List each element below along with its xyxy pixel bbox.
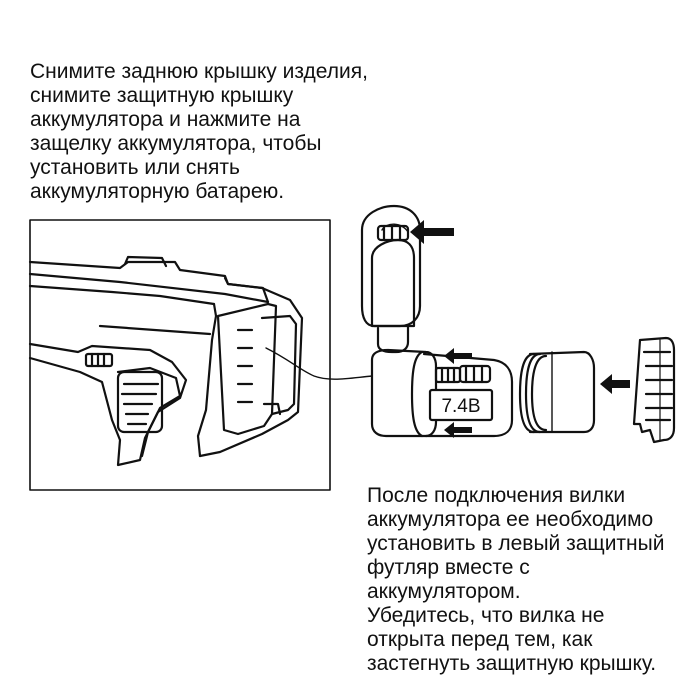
battery-voltage-label	[428, 388, 494, 422]
battery-pack	[370, 348, 514, 438]
instructions-bottom-line: аккумулятором.	[367, 580, 521, 603]
instructions-top-line: аккумуляторную батарею.	[30, 180, 285, 203]
battery-voltage-text: 7.4B	[441, 396, 480, 417]
instructions-bottom-line: Убедитесь, что вилка не	[367, 604, 605, 627]
arrow-left-icon	[444, 348, 472, 364]
instructions-top-line: снимите защитную крышку	[30, 84, 294, 107]
battery-latch	[360, 204, 422, 354]
instructions-bottom-line: застегнуть защитную крышку.	[367, 652, 657, 675]
arrow-left-icon	[410, 220, 454, 244]
instructions-bottom-line: футляр вместе с	[367, 556, 530, 579]
device-frame	[29, 219, 331, 491]
instructions-bottom: После подключения вилки аккумулятора ее …	[367, 484, 664, 676]
protective-case	[518, 350, 596, 434]
instructions-top: Снимите заднюю крышку изделия, снимите з…	[30, 60, 368, 204]
arrow-left-icon	[600, 374, 630, 394]
instructions-top-line: аккумулятора и нажмите на	[30, 108, 301, 131]
instructions-top-line: защелку аккумулятора, чтобы	[30, 132, 322, 155]
arrow-left-icon	[444, 422, 472, 438]
cable	[265, 347, 373, 380]
device-body	[28, 255, 304, 467]
instructions-bottom-line: установить в левый защитный	[367, 532, 665, 555]
instructions-bottom-line: открыта перед тем, как	[367, 628, 593, 651]
back-cover	[632, 336, 676, 444]
instructions-bottom-line: После подключения вилки	[367, 484, 626, 507]
instructions-bottom-line: аккумулятора ее необходимо	[367, 508, 654, 531]
instructions-top-line: установить или снять	[30, 156, 240, 179]
instructions-top-line: Снимите заднюю крышку изделия,	[30, 60, 368, 83]
